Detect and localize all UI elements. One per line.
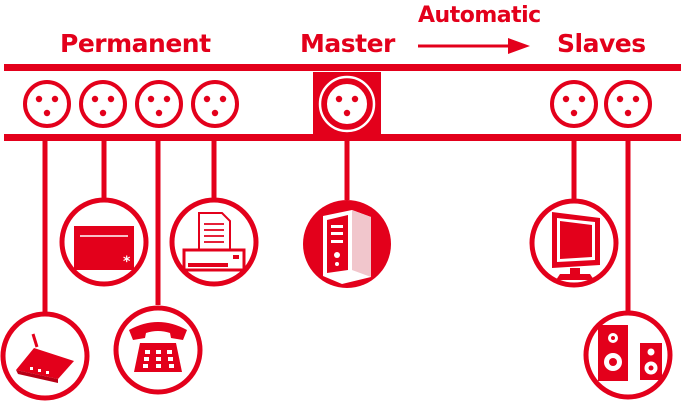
outlet-master bbox=[313, 72, 381, 134]
fax-printer-icon bbox=[169, 197, 259, 287]
outlet-slave-1 bbox=[550, 80, 598, 128]
monitor-icon bbox=[529, 198, 619, 288]
router-icon bbox=[0, 311, 90, 401]
telephone-icon bbox=[113, 305, 203, 395]
dvd-player-icon: * bbox=[59, 197, 149, 287]
outlet-permanent-3 bbox=[135, 80, 183, 128]
speakers-icon bbox=[583, 310, 673, 400]
cords bbox=[42, 141, 631, 312]
outlet-permanent-2 bbox=[79, 80, 127, 128]
desktop-computer-icon bbox=[303, 200, 391, 288]
label-automatic: Automatic bbox=[418, 3, 541, 28]
outlet-slave-2 bbox=[604, 80, 652, 128]
outlet-permanent-4 bbox=[191, 80, 239, 128]
strip-top-rail bbox=[4, 64, 681, 71]
label-slaves: Slaves bbox=[557, 29, 646, 58]
strip-bottom-rail bbox=[4, 134, 681, 141]
automatic-arrow bbox=[418, 38, 530, 54]
label-master: Master bbox=[300, 29, 395, 58]
svg-text:*: * bbox=[123, 254, 131, 270]
label-permanent: Permanent bbox=[60, 29, 211, 58]
outlet-permanent-1 bbox=[23, 80, 71, 128]
